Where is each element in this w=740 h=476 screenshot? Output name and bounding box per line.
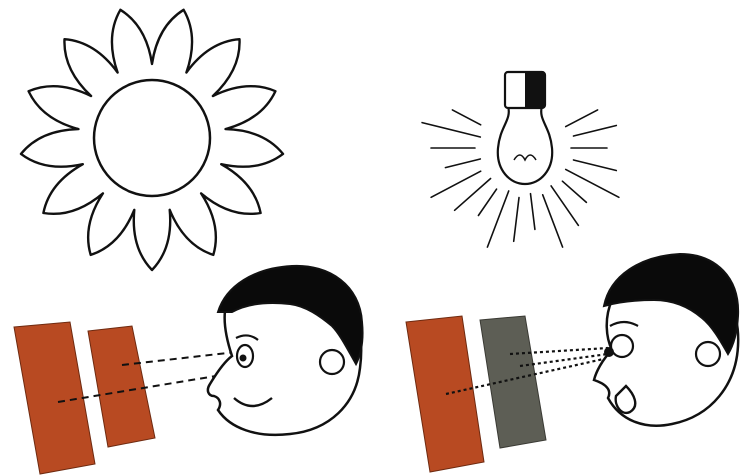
viewer-eye [611,335,633,357]
smiling-viewer [208,266,363,435]
bulb-ray [445,159,480,168]
bulb-ray [574,160,617,171]
bulb-ray [452,110,480,125]
viewer-pupil [604,347,614,357]
bulb-ray [487,191,508,247]
bulb-ray [514,198,519,242]
sun-rays [21,10,283,270]
surprised-viewer [594,254,738,426]
bulb-ray [562,181,586,202]
light-bulb-icon [422,72,619,247]
bulb-ray [566,169,619,197]
sunlight-scene [14,10,363,474]
sun-icon [21,10,283,270]
bulb-ray [478,189,496,215]
bulb-ray [574,126,617,137]
bulb-ray [422,123,480,137]
gray-panel [480,316,546,448]
orange-panel-right [88,326,155,447]
bulb-glass [498,106,552,184]
bulb-ray [531,194,535,230]
viewer-ear [320,350,344,374]
viewer-pupil [240,355,247,362]
bulb-scene [406,72,738,472]
sun-disc [94,80,210,196]
bulb-ray [566,110,598,127]
bulb-base-shade [525,73,544,107]
bulb-ray [543,195,563,247]
orange-panel [406,316,484,472]
viewer-ear [696,342,720,366]
